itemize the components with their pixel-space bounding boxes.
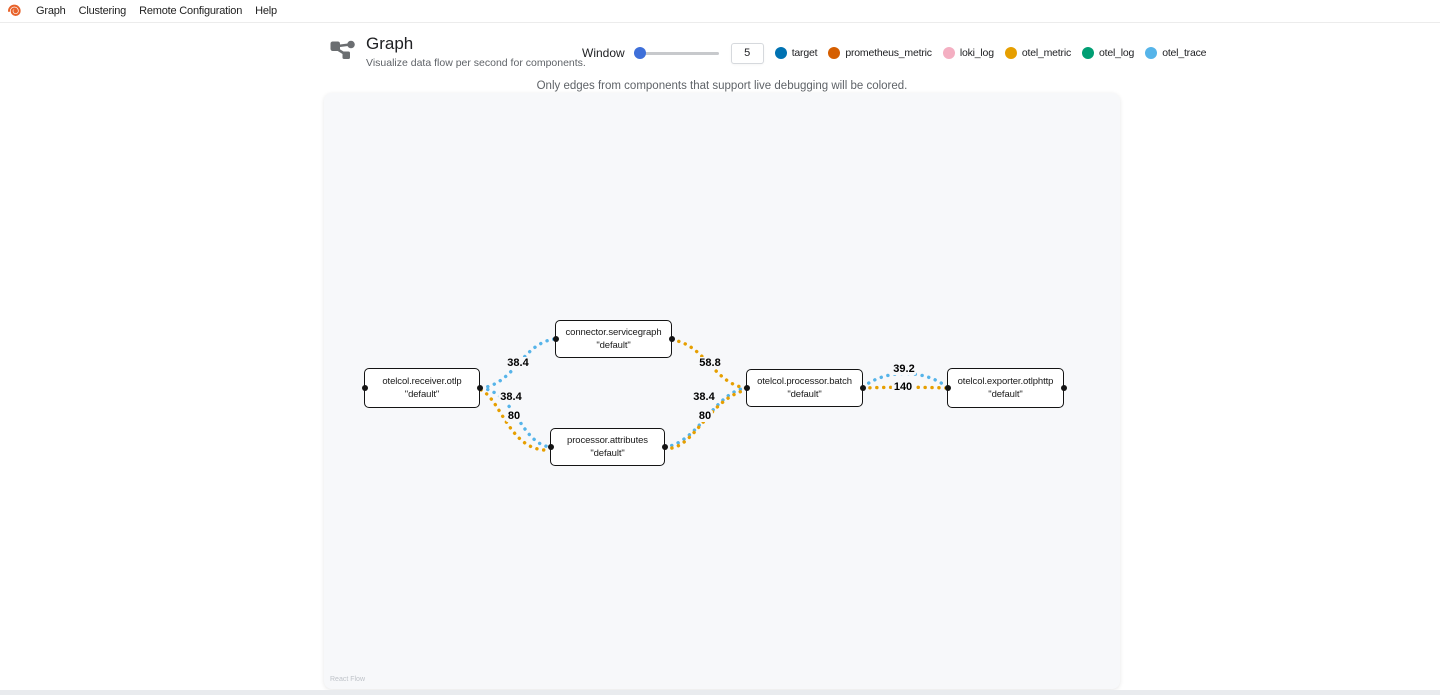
legend-label: otel_trace [1162,47,1207,59]
node-subtitle: "default" [404,389,440,400]
top-nav: Graph Clustering Remote Configuration Help [0,0,1440,23]
edge-attributes-batch-otel_metric[interactable] [663,388,748,450]
page-subtitle: Visualize data flow per second for compo… [366,56,586,69]
node-title: connector.servicegraph [565,326,662,338]
window-slider[interactable] [633,47,719,59]
window-value-input[interactable] [730,42,764,64]
node-input-handle[interactable] [944,385,951,391]
nav-item-clustering[interactable]: Clustering [78,5,127,17]
page-title: Graph [366,34,414,53]
loki_log-color-dot [942,47,955,59]
node-input-handle[interactable] [743,385,750,391]
flow-canvas[interactable]: 38.4 38.4 80 58.8 38.4 80 39.2 140 otelcol.rece… [324,93,1120,689]
prometheus_metric-color-dot [828,47,841,59]
legend-label: otel_log [1099,47,1135,59]
slider-track[interactable] [633,52,719,55]
node-output-handle[interactable] [476,385,483,391]
legend-item-otel_trace: otel_trace [1145,47,1207,59]
edge-rate-label: 58.8 [697,357,723,369]
live-debugging-notice: Only edges from components that support … [536,80,908,92]
nav-item-help[interactable]: Help [255,5,277,17]
legend-item-target: target [774,47,818,59]
nav-item-remote-configuration[interactable]: Remote Configuration [139,5,243,17]
edge-rate-label: 140 [891,381,915,393]
node-subtitle: "default" [988,389,1023,400]
otel_log-color-dot [1082,47,1094,59]
edge-rate-label: 39.2 [891,363,917,375]
graph-icon [330,38,356,69]
react-flow-attribution[interactable]: React Flow [330,676,366,683]
node-subtitle: "default" [596,340,631,351]
node-output-handle[interactable] [661,444,668,450]
legend-label: loki_log [959,47,994,59]
node-title: otelcol.processor.batch [757,375,852,387]
otel_trace-color-dot [1145,47,1158,59]
legend-label: target [791,47,818,59]
edge-rate-label: 80 [696,410,714,422]
node-input-handle[interactable] [547,444,554,450]
alloy-logo-icon[interactable] [6,3,23,20]
page-header: Graph Visualize data flow per second for… [0,23,1440,93]
node-title: otelcol.receiver.otlp [382,375,462,387]
node-batch[interactable]: otelcol.processor.batch "default" [743,369,866,407]
signal-legend: target prometheus_metric loki_log otel_metr… [774,47,1207,59]
node-exporter[interactable]: otelcol.exporter.otlphttp "default" [944,368,1067,408]
node-subtitle: "default" [787,389,822,400]
node-title: processor.attributes [567,434,648,446]
bottom-strip [0,690,1440,695]
node-output-handle[interactable] [1060,385,1067,391]
node-servicegraph[interactable]: connector.servicegraph "default" [552,320,675,358]
node-receiver[interactable]: otelcol.receiver.otlp "default" [361,368,483,408]
edge-receiver-attributes-otel_metric[interactable] [479,388,552,452]
node-input-handle[interactable] [552,336,559,342]
legend-label: otel_metric [1021,47,1071,59]
window-slider-label: Window [582,46,625,60]
node-output-handle[interactable] [668,336,675,342]
edge-rate-label: 38.4 [498,391,524,403]
legend-item-loki_log: loki_log [942,47,994,59]
legend-label: prometheus_metric [845,47,932,59]
title-block: Graph Visualize data flow per second for… [330,34,586,69]
edge-rate-label: 38.4 [505,357,531,369]
node-subtitle: "default" [590,448,625,459]
legend-item-prometheus_metric: prometheus_metric [828,47,932,59]
node-attributes[interactable]: processor.attributes "default" [547,428,668,466]
nav-menu: Graph Clustering Remote Configuration Help [36,5,277,17]
otel_metric-color-dot [1004,47,1017,59]
graph-controls: Window target prometheus_metric loki_log ot… [582,42,1207,64]
node-input-handle[interactable] [361,385,368,391]
nav-item-graph[interactable]: Graph [36,5,66,17]
slider-thumb[interactable] [633,47,646,59]
target-color-dot [774,47,787,59]
edge-rate-label: 80 [505,410,523,422]
legend-item-otel_metric: otel_metric [1004,47,1071,59]
node-output-handle[interactable] [859,385,866,391]
node-title: otelcol.exporter.otlphttp [957,375,1054,387]
edge-rate-label: 38.4 [691,391,717,403]
legend-item-otel_log: otel_log [1082,47,1134,59]
